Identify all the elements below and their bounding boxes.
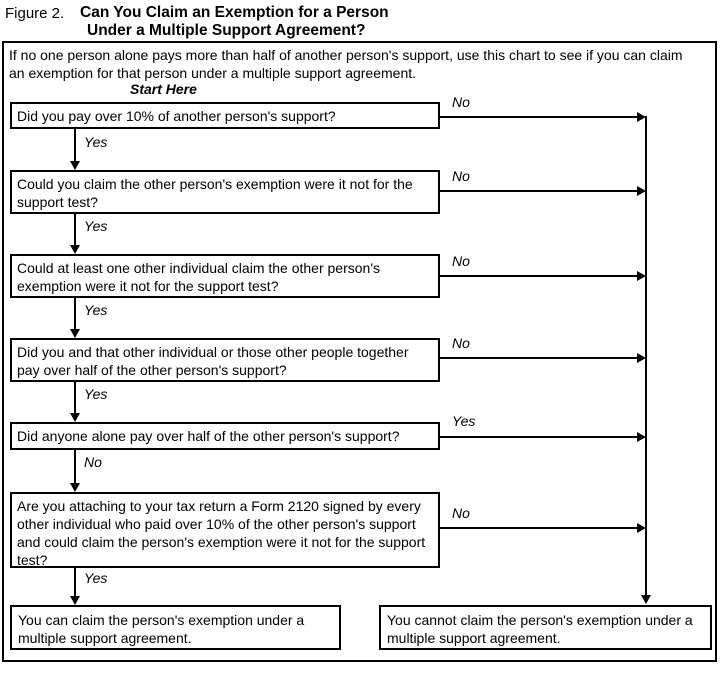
intro-text-line2: an exemption for that person under a mul… xyxy=(9,65,417,81)
q1-side-label: No xyxy=(452,94,470,110)
q2-down-label: Yes xyxy=(84,218,108,234)
question-box-pay-over-10pct: Did you pay over 10% of another person's… xyxy=(10,102,440,129)
q4-down-connector xyxy=(74,380,76,414)
q2-down-connector xyxy=(74,212,76,246)
result-box-cannot-claim: You cannot claim the person's exemption … xyxy=(379,605,712,650)
right-arrowhead-icon xyxy=(637,353,646,363)
q4-side-label: No xyxy=(452,335,470,351)
right-arrowhead-icon xyxy=(637,186,646,196)
q6-down-connector xyxy=(74,566,76,597)
result-box-can-claim: You can claim the person's exemption und… xyxy=(10,605,341,650)
down-arrowhead-icon xyxy=(70,596,80,605)
q5-down-label: No xyxy=(84,454,102,470)
q4-side-connector xyxy=(440,357,638,359)
right-arrowhead-icon xyxy=(637,432,646,442)
figure-label: Figure 2. xyxy=(5,5,65,22)
question-box-other-individual-claim: Could at least one other individual clai… xyxy=(10,254,440,298)
start-here-label: Start Here xyxy=(130,81,197,97)
q1-down-label: Yes xyxy=(84,134,108,150)
figure-title-line1: Can You Claim an Exemption for a Person xyxy=(80,4,389,21)
down-arrowhead-icon xyxy=(70,245,80,254)
figure-title-line2: Under a Multiple Support Agreement? xyxy=(87,22,366,39)
right-arrowhead-icon xyxy=(637,271,646,281)
q6-down-label: Yes xyxy=(84,570,108,586)
question-box-together-over-half: Did you and that other individual or tho… xyxy=(10,338,440,382)
q2-side-connector xyxy=(440,190,638,192)
q5-down-connector xyxy=(74,448,76,484)
q1-side-connector xyxy=(440,116,638,118)
down-arrowhead-icon xyxy=(70,483,80,492)
question-box-form-2120: Are you attaching to your tax return a F… xyxy=(10,492,440,568)
q3-down-connector xyxy=(74,296,76,330)
q5-side-label: Yes xyxy=(452,413,476,429)
q3-down-label: Yes xyxy=(84,302,108,318)
right-arrowhead-icon xyxy=(637,112,646,122)
q3-side-label: No xyxy=(452,253,470,269)
question-box-anyone-alone-over-half: Did anyone alone pay over half of the ot… xyxy=(10,422,440,450)
down-arrowhead-icon xyxy=(70,329,80,338)
right-arrowhead-icon xyxy=(637,523,646,533)
q5-side-connector xyxy=(440,436,638,438)
down-arrowhead-icon xyxy=(70,161,80,170)
intro-text-line1: If no one person alone pays more than ha… xyxy=(9,47,683,63)
down-arrowhead-icon xyxy=(641,595,651,604)
question-box-could-you-claim: Could you claim the other person's exemp… xyxy=(10,170,440,214)
q6-side-connector xyxy=(440,527,638,529)
down-arrowhead-icon xyxy=(70,413,80,422)
q2-side-label: No xyxy=(452,168,470,184)
q6-side-label: No xyxy=(452,505,470,521)
q4-down-label: Yes xyxy=(84,386,108,402)
q1-down-connector xyxy=(74,128,76,162)
q3-side-connector xyxy=(440,275,638,277)
collector-line xyxy=(645,116,647,596)
